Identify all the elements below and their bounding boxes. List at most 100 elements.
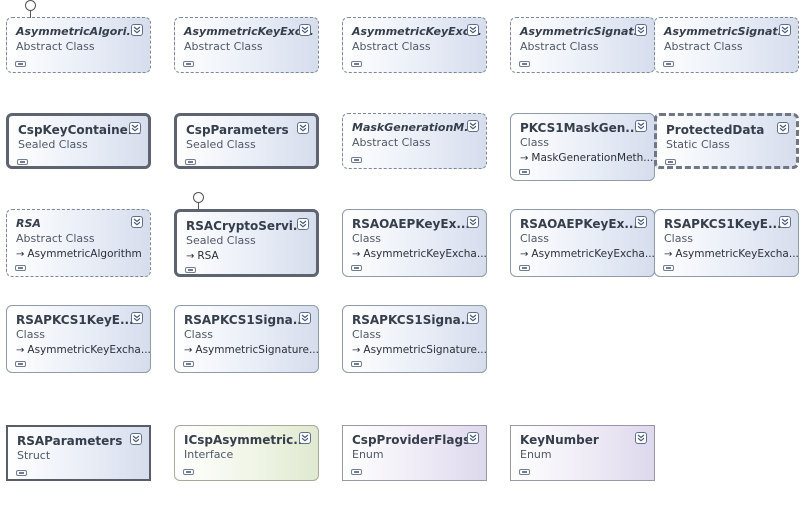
chevron-double-down-icon[interactable] bbox=[635, 120, 647, 132]
inheritance-arrow-icon: → bbox=[520, 249, 529, 260]
class-shape[interactable]: RSAOAEPKeyEx...Class→AsymmetricKeyExcha.… bbox=[342, 209, 487, 277]
inheritance-arrow-icon: → bbox=[16, 249, 25, 260]
class-shape[interactable]: RSAPKCS1Signa...Class→AsymmetricSignatur… bbox=[342, 305, 487, 373]
shape-title: PKCS1MaskGen... bbox=[520, 121, 639, 135]
compartment-toggle-icon[interactable] bbox=[519, 61, 530, 67]
shape-kind: Abstract Class bbox=[352, 40, 431, 53]
chevron-double-down-icon[interactable] bbox=[467, 120, 479, 132]
shape-kind: Abstract Class bbox=[352, 136, 431, 149]
chevron-double-down-icon[interactable] bbox=[467, 24, 479, 36]
chevron-double-down-icon[interactable] bbox=[131, 216, 143, 228]
chevron-double-down-icon[interactable] bbox=[299, 312, 311, 324]
shape-title: AsymmetricSignat... bbox=[664, 25, 791, 38]
class-shape[interactable]: CspKeyContaine...Sealed Class bbox=[6, 113, 151, 169]
shape-kind: Class bbox=[16, 328, 45, 341]
chevron-double-down-icon[interactable] bbox=[297, 218, 309, 230]
compartment-toggle-icon[interactable] bbox=[183, 61, 194, 67]
inheritance-arrow-icon: → bbox=[16, 345, 25, 356]
compartment-toggle-icon[interactable] bbox=[185, 159, 196, 165]
base-type-label: MaskGenerationMeth... bbox=[531, 152, 654, 164]
shape-kind: Sealed Class bbox=[186, 138, 256, 151]
compartment-toggle-icon[interactable] bbox=[351, 361, 362, 367]
chevron-double-down-icon[interactable] bbox=[297, 122, 309, 134]
base-type-label: AsymmetricKeyExcha... bbox=[675, 248, 799, 260]
shape-kind: Sealed Class bbox=[18, 138, 88, 151]
chevron-double-down-icon[interactable] bbox=[131, 312, 143, 324]
chevron-double-down-icon[interactable] bbox=[777, 122, 789, 134]
compartment-toggle-icon[interactable] bbox=[183, 361, 194, 367]
chevron-double-down-icon[interactable] bbox=[467, 312, 479, 324]
chevron-double-down-icon[interactable] bbox=[299, 24, 311, 36]
compartment-toggle-icon[interactable] bbox=[519, 469, 530, 475]
compartment-toggle-icon[interactable] bbox=[519, 265, 530, 271]
compartment-toggle-icon[interactable] bbox=[15, 361, 26, 367]
shape-title: AsymmetricKeyExc... bbox=[352, 25, 482, 38]
shape-kind: Class bbox=[664, 232, 693, 245]
shape-kind: Abstract Class bbox=[184, 40, 263, 53]
chevron-double-down-icon[interactable] bbox=[779, 216, 791, 228]
compartment-toggle-icon[interactable] bbox=[17, 159, 28, 165]
chevron-double-down-icon[interactable] bbox=[635, 432, 647, 444]
compartment-toggle-icon[interactable] bbox=[519, 169, 530, 175]
compartment-toggle-icon[interactable] bbox=[351, 157, 362, 163]
chevron-double-down-icon[interactable] bbox=[130, 433, 142, 445]
class-shape[interactable]: RSAPKCS1KeyE...Class→AsymmetricKeyExcha.… bbox=[654, 209, 799, 277]
shape-title: RSAParameters bbox=[17, 434, 123, 448]
shape-title: KeyNumber bbox=[520, 433, 599, 447]
shape-kind: Static Class bbox=[666, 138, 730, 151]
shape-kind: Interface bbox=[184, 448, 234, 461]
shape-kind: Class bbox=[352, 232, 381, 245]
class-shape[interactable]: RSAOAEPKeyEx...Class→AsymmetricKeyExcha.… bbox=[510, 209, 655, 277]
compartment-toggle-icon[interactable] bbox=[15, 265, 26, 271]
shape-kind: Class bbox=[520, 232, 549, 245]
base-type: →AsymmetricAlgorithm bbox=[16, 248, 142, 261]
base-type: →AsymmetricKeyExcha... bbox=[520, 248, 655, 261]
inheritance-arrow-icon: → bbox=[184, 345, 193, 356]
inheritance-arrow-icon: → bbox=[352, 249, 361, 260]
class-shape[interactable]: AsymmetricKeyExc...Abstract Class bbox=[174, 17, 319, 73]
chevron-double-down-icon[interactable] bbox=[467, 432, 479, 444]
inheritance-arrow-icon: → bbox=[186, 251, 195, 262]
compartment-toggle-icon[interactable] bbox=[351, 469, 362, 475]
class-shape[interactable]: AsymmetricSignat... Abstract Class bbox=[510, 17, 655, 73]
chevron-double-down-icon[interactable] bbox=[131, 24, 143, 36]
chevron-double-down-icon[interactable] bbox=[635, 216, 647, 228]
chevron-double-down-icon[interactable] bbox=[635, 24, 647, 36]
lollipop-stem bbox=[30, 11, 31, 18]
compartment-toggle-icon[interactable] bbox=[183, 469, 194, 475]
chevron-double-down-icon[interactable] bbox=[467, 216, 479, 228]
shape-kind: Abstract Class bbox=[520, 40, 599, 53]
chevron-double-down-icon[interactable] bbox=[299, 432, 311, 444]
compartment-toggle-icon[interactable] bbox=[351, 265, 362, 271]
class-shape[interactable]: AsymmetricSignat...Abstract Class bbox=[654, 17, 799, 73]
compartment-toggle-icon[interactable] bbox=[185, 267, 196, 273]
base-type-label: AsymmetricAlgorithm bbox=[27, 248, 142, 260]
compartment-toggle-icon[interactable] bbox=[16, 470, 27, 476]
shape-kind: Class bbox=[520, 136, 549, 149]
compartment-toggle-icon[interactable] bbox=[663, 265, 674, 271]
class-shape[interactable]: PKCS1MaskGen...Class→MaskGenerationMeth.… bbox=[510, 113, 655, 181]
class-shape[interactable]: AsymmetricKeyExc... Abstract Class bbox=[342, 17, 487, 73]
chevron-double-down-icon[interactable] bbox=[779, 24, 791, 36]
class-shape[interactable]: AsymmetricAlgori...Abstract Class bbox=[6, 17, 151, 73]
compartment-toggle-icon[interactable] bbox=[663, 61, 674, 67]
compartment-toggle-icon[interactable] bbox=[15, 61, 26, 67]
class-shape[interactable]: RSACryptoServi...Sealed Class→RSA bbox=[174, 209, 319, 277]
class-shape[interactable]: MaskGenerationM...Abstract Class bbox=[342, 113, 487, 169]
shape-title: AsymmetricSignat... bbox=[520, 25, 647, 38]
shape-kind: Class bbox=[352, 328, 381, 341]
compartment-toggle-icon[interactable] bbox=[351, 61, 362, 67]
chevron-double-down-icon[interactable] bbox=[129, 122, 141, 134]
inheritance-arrow-icon: → bbox=[664, 249, 673, 260]
class-shape[interactable]: RSAPKCS1Signa...Class→AsymmetricSignatur… bbox=[174, 305, 319, 373]
class-shape[interactable]: RSAPKCS1KeyE...Class→AsymmetricKeyExcha.… bbox=[6, 305, 151, 373]
class-shape[interactable]: ICspAsymmetric...Interface bbox=[174, 425, 319, 481]
compartment-toggle-icon[interactable] bbox=[665, 159, 676, 165]
shape-title: ProtectedData bbox=[666, 123, 765, 137]
